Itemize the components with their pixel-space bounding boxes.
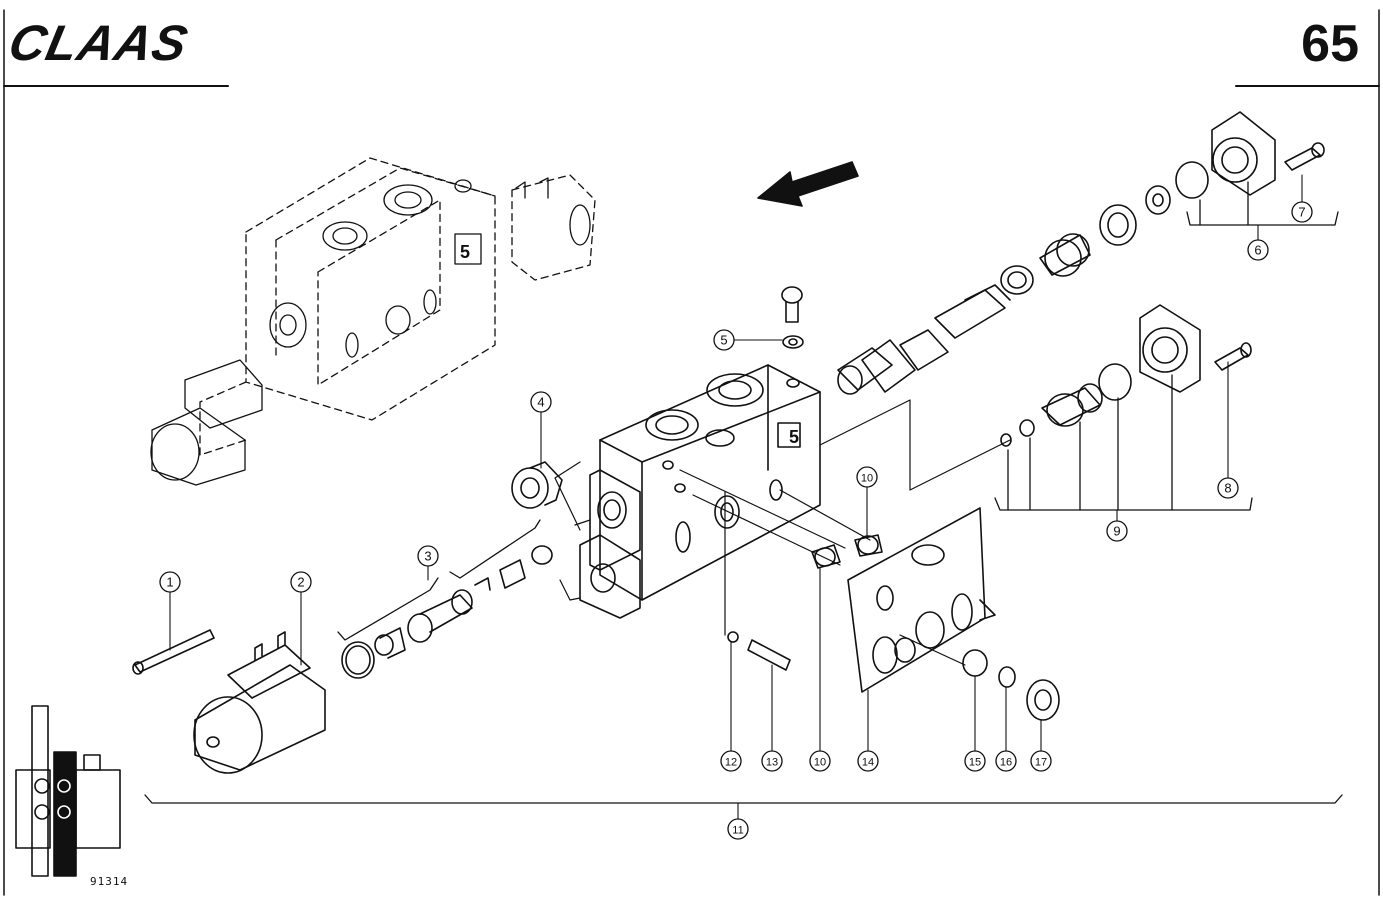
callout-label: 5	[720, 333, 727, 348]
callout-label: 2	[297, 575, 304, 590]
callout-circle	[727, 818, 749, 840]
callout-c11: 11	[727, 818, 749, 840]
callout-c1: 1	[159, 571, 181, 593]
callout-c16: 16	[995, 750, 1017, 772]
callout-c3: 3	[417, 545, 439, 567]
callout-circle	[417, 545, 439, 567]
ghost-assembly	[199, 157, 596, 456]
grouping-brackets	[144, 181, 1343, 804]
callout-label: 9	[1113, 524, 1120, 539]
callout-circle	[1291, 201, 1313, 223]
callout-circle	[159, 571, 181, 593]
callout-c9: 9	[1106, 520, 1128, 542]
callout-label: 17	[1035, 757, 1047, 769]
figure-code: 91314	[90, 875, 129, 888]
callout-label: 4	[537, 395, 544, 410]
page-number: 65	[1301, 15, 1359, 73]
solenoid-assembly	[132, 545, 553, 774]
callout-label: 11	[732, 825, 743, 837]
callout-label: 16	[1000, 757, 1012, 769]
callout-label: 14	[862, 757, 874, 769]
valve-marking: 5	[789, 427, 799, 447]
callout-label: 10	[814, 757, 826, 769]
callout-label: 1	[166, 575, 173, 590]
callout-label: 7	[1298, 205, 1305, 220]
valve-block	[579, 364, 821, 619]
callout-circle	[290, 571, 312, 593]
callout-label: 15	[969, 757, 981, 769]
callout-c10a: 10	[856, 466, 878, 488]
callout-label: 6	[1254, 243, 1261, 258]
callout-label: 13	[766, 757, 778, 769]
callout-label: 10	[861, 473, 873, 485]
callout-label: 8	[1224, 481, 1231, 496]
callout-label: 3	[424, 549, 431, 564]
callout-circle	[761, 750, 783, 772]
callout-c6: 6	[1247, 239, 1269, 261]
screw-and-washer	[781, 286, 804, 349]
spool-assembly	[837, 111, 1325, 395]
callout-c5: 5	[713, 329, 735, 351]
assembly-guide-lines	[554, 399, 1011, 666]
callout-c12: 12	[720, 750, 742, 772]
callout-circle	[1217, 477, 1239, 499]
callout-circle	[857, 750, 879, 772]
page-frame	[3, 9, 1380, 896]
callout-c15: 15	[964, 750, 986, 772]
callout-c2: 2	[290, 571, 312, 593]
ghost-valve-marking: 5	[460, 242, 470, 262]
callout-c10b: 10	[809, 750, 831, 772]
callout-circle	[964, 750, 986, 772]
callout-leaders	[169, 174, 1303, 820]
callout-circle	[809, 750, 831, 772]
callout-circle	[713, 329, 735, 351]
callout-circle	[530, 391, 552, 413]
ghost-assembly-solid-parts	[150, 177, 591, 486]
callout-c14: 14	[857, 750, 879, 772]
callout-c17: 17	[1030, 750, 1052, 772]
callout-c7: 7	[1291, 201, 1313, 223]
callout-circle	[856, 466, 878, 488]
callout-c13: 13	[761, 750, 783, 772]
pins-and-balls	[727, 534, 1060, 721]
callout-circle	[1030, 750, 1052, 772]
direction-arrow-icon	[757, 161, 859, 207]
callout-circle	[1106, 520, 1128, 542]
callout-circle	[995, 750, 1017, 772]
callout-label: 12	[725, 757, 737, 769]
section-diagram-icon	[15, 705, 121, 877]
plug	[511, 461, 563, 509]
check-valve-assembly	[1000, 304, 1252, 447]
callout-circle	[1247, 239, 1269, 261]
gasket-plate	[847, 507, 996, 693]
callout-c8: 8	[1217, 477, 1239, 499]
callout-circle	[720, 750, 742, 772]
callout-c4: 4	[530, 391, 552, 413]
